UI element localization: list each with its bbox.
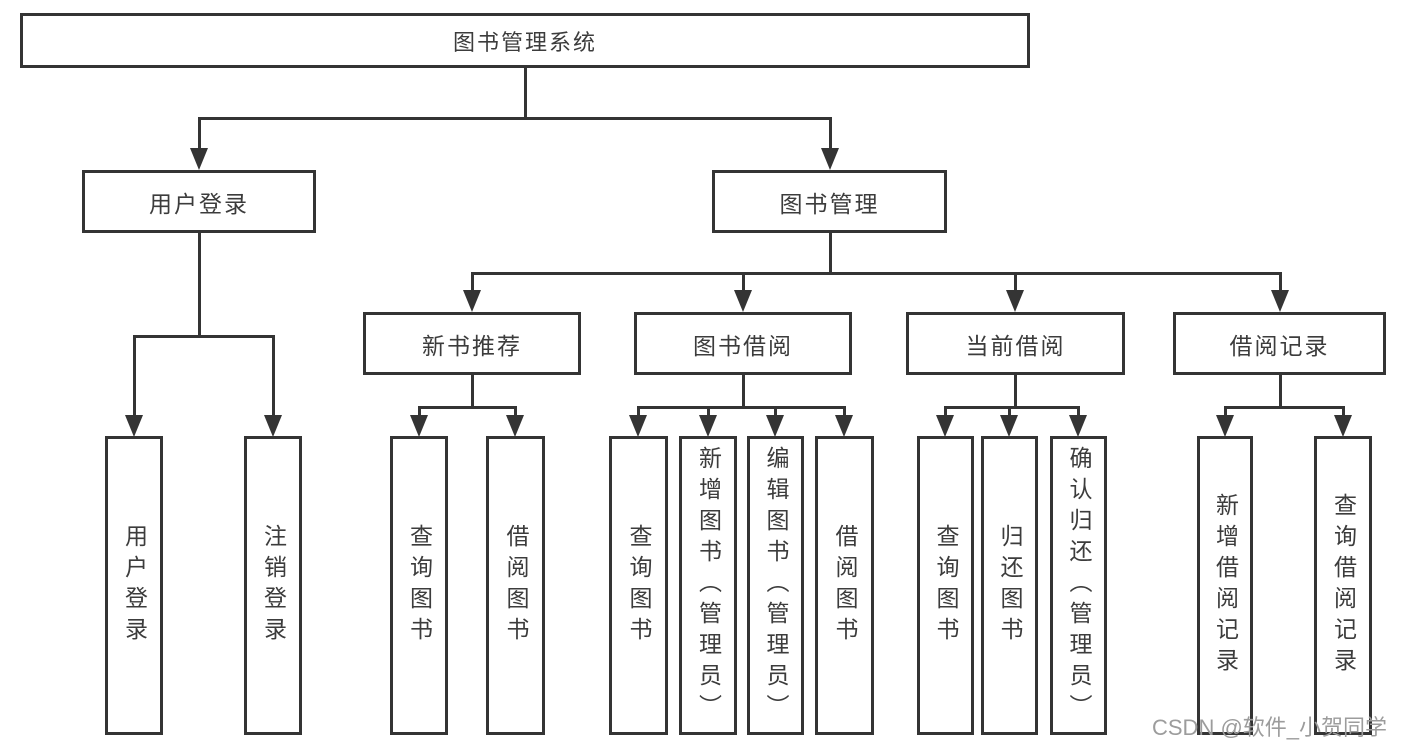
connector-stem-cb-return [1008, 406, 1011, 417]
leaf-nb-query-books: 查询图书 [390, 436, 448, 735]
connector-stem-bb-add [707, 406, 710, 417]
leaf-user-login: 用户登录 [105, 436, 163, 735]
leaf-br-add-record-label: 新增借阅记录 [1212, 492, 1239, 679]
leaf-logout-label: 注销登录 [260, 523, 287, 648]
leaf-user-login-label: 用户登录 [121, 523, 148, 648]
leaf-bb-query-books: 查询图书 [609, 436, 668, 735]
connector-new-books-trunk [471, 375, 474, 408]
node-new-books: 新书推荐 [363, 312, 581, 375]
arrowhead-book-mgmt [821, 148, 839, 170]
connector-new-books-hline [418, 406, 517, 409]
connector-stem-cb-confirm [1077, 406, 1080, 417]
connector-stem-current-borrow [1014, 272, 1017, 292]
node-root-label: 图书管理系统 [452, 29, 597, 55]
leaf-bb-edit-books-admin: 编辑图书（管理员） [747, 436, 804, 735]
connector-stem-user-login [198, 117, 201, 151]
arrowhead-br-query [1334, 415, 1352, 437]
connector-stem-cb-query [944, 406, 947, 417]
leaf-cb-confirm-return-admin: 确认归还（管理员） [1050, 436, 1107, 735]
arrowhead-nb-query [410, 415, 428, 437]
arrowhead-logout-leaf [264, 415, 282, 437]
arrowhead-new-books [463, 290, 481, 312]
arrowhead-bb-edit [766, 415, 784, 437]
arrowhead-bb-borrow [835, 415, 853, 437]
connector-stem-book-borrow [742, 272, 745, 292]
leaf-cb-query-books: 查询图书 [917, 436, 974, 735]
connector-user-login-trunk [198, 233, 201, 338]
leaf-nb-query-books-label: 查询图书 [406, 523, 433, 648]
leaf-cb-return-books-label: 归还图书 [997, 523, 1023, 648]
leaf-bb-edit-books-admin-label: 编辑图书（管理员） [763, 446, 789, 725]
leaf-nb-borrow-books: 借阅图书 [486, 436, 545, 735]
connector-borrow-records-trunk [1279, 375, 1282, 408]
connector-root-trunk [524, 68, 527, 119]
connector-current-borrow-hline [944, 406, 1080, 409]
arrowhead-bb-add [699, 415, 717, 437]
connector-level3-hline [471, 272, 1282, 275]
connector-stem-new-books [471, 272, 474, 292]
leaf-bb-query-books-label: 查询图书 [626, 523, 652, 648]
node-current-borrow: 当前借阅 [906, 312, 1125, 375]
arrowhead-cb-confirm [1069, 415, 1087, 437]
leaf-cb-return-books: 归还图书 [981, 436, 1038, 735]
node-book-mgmt-branch-label: 图书管理 [779, 190, 880, 217]
node-book-borrow-label: 图书借阅 [693, 332, 793, 359]
node-user-login-branch-label: 用户登录 [149, 190, 249, 217]
node-user-login-branch: 用户登录 [82, 170, 316, 233]
node-book-mgmt-branch: 图书管理 [712, 170, 947, 233]
connector-stem-nb-query [418, 406, 421, 417]
arrowhead-borrow-records [1271, 290, 1289, 312]
leaf-nb-borrow-books-label: 借阅图书 [503, 523, 529, 648]
arrowhead-br-add [1216, 415, 1234, 437]
connector-stem-bb-edit [774, 406, 777, 417]
leaf-bb-borrow-books: 借阅图书 [815, 436, 874, 735]
leaf-br-query-record: 查询借阅记录 [1314, 436, 1372, 735]
node-current-borrow-label: 当前借阅 [965, 332, 1066, 359]
node-book-borrow: 图书借阅 [634, 312, 852, 375]
leaf-logout: 注销登录 [244, 436, 302, 735]
arrowhead-nb-borrow [506, 415, 524, 437]
leaf-bb-add-books-admin: 新增图书（管理员） [679, 436, 737, 735]
leaf-cb-confirm-return-admin-label: 确认归还（管理员） [1066, 446, 1092, 725]
node-new-books-label: 新书推荐 [422, 332, 522, 359]
leaf-br-add-record: 新增借阅记录 [1197, 436, 1253, 735]
node-borrow-records: 借阅记录 [1173, 312, 1386, 375]
arrowhead-bb-query [629, 415, 647, 437]
connector-stem-br-query [1342, 406, 1345, 417]
connector-stem-borrow-records [1279, 272, 1282, 292]
connector-borrow-records-hline [1224, 406, 1344, 409]
leaf-br-query-record-label: 查询借阅记录 [1330, 492, 1357, 679]
connector-user-login-hline [133, 335, 275, 338]
arrowhead-cb-query [936, 415, 954, 437]
leaf-bb-add-books-admin-label: 新增图书（管理员） [695, 446, 722, 725]
arrowhead-user-login [190, 148, 208, 170]
connector-stem-nb-borrow [514, 406, 517, 417]
connector-stem-bb-borrow [843, 406, 846, 417]
arrowhead-cb-return [1000, 415, 1018, 437]
node-borrow-records-label: 借阅记录 [1229, 332, 1330, 359]
csdn-watermark: CSDN @软件_小贺同学 [1152, 715, 1388, 740]
leaf-cb-query-books-label: 查询图书 [933, 523, 959, 648]
node-root: 图书管理系统 [20, 13, 1030, 68]
arrowhead-book-borrow [734, 290, 752, 312]
arrowhead-current-borrow [1006, 290, 1024, 312]
connector-stem-br-add [1224, 406, 1227, 417]
connector-book-mgmt-trunk [829, 233, 832, 274]
connector-stem-login-leaf [133, 335, 136, 417]
connector-book-borrow-trunk [742, 375, 745, 408]
arrowhead-login-leaf [125, 415, 143, 437]
connector-stem-book-mgmt [829, 117, 832, 151]
connector-book-borrow-hline [637, 406, 846, 409]
connector-level2-hline [198, 117, 832, 120]
connector-current-borrow-trunk [1014, 375, 1017, 408]
leaf-bb-borrow-books-label: 借阅图书 [832, 523, 858, 648]
connector-stem-bb-query [637, 406, 640, 417]
connector-stem-logout-leaf [272, 335, 275, 417]
